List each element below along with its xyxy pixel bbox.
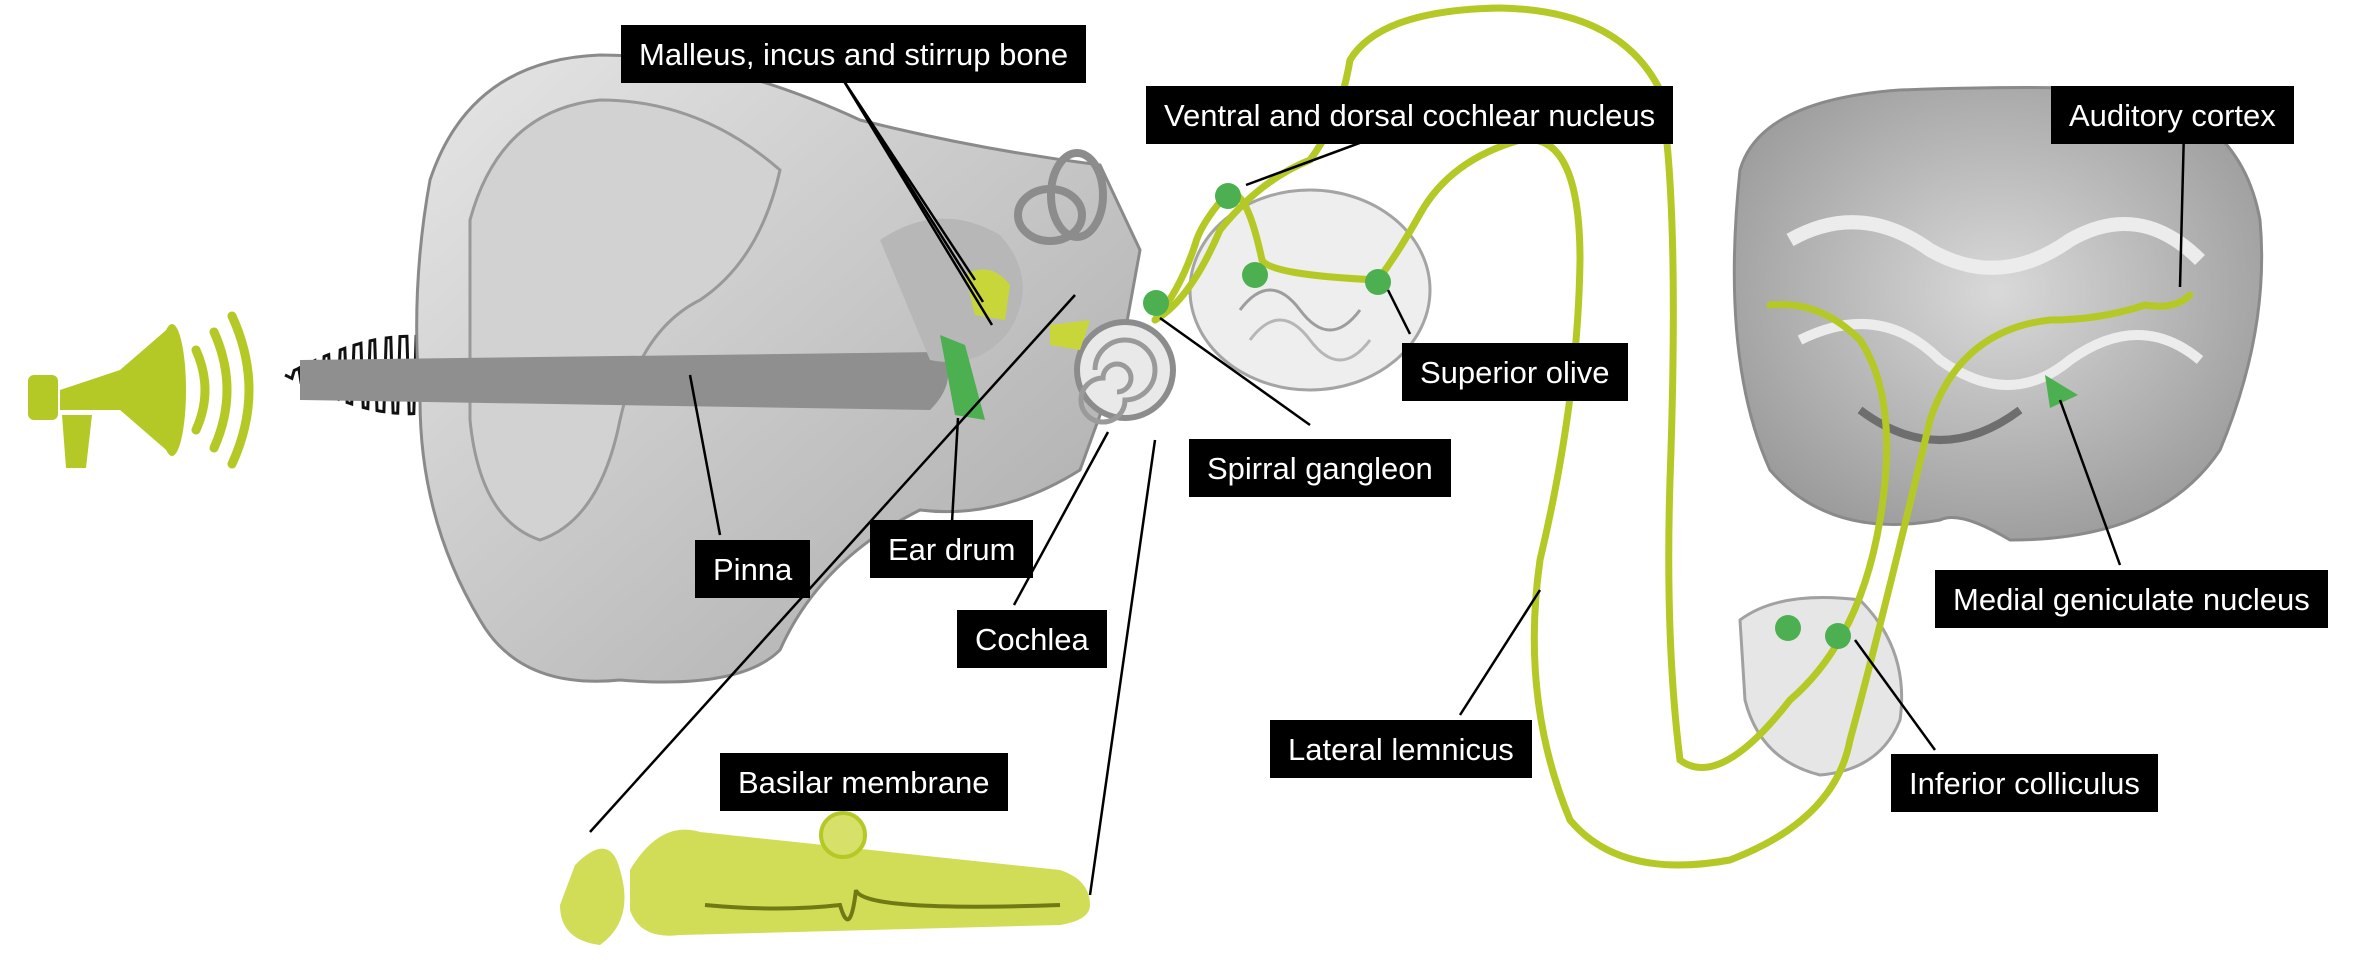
- label-spiral-ganglion: Spirral gangleon: [1189, 439, 1451, 497]
- label-cochlea: Cochlea: [957, 610, 1107, 668]
- basilar-membrane-illustration: [560, 813, 1090, 945]
- label-medial-geniculate: Medial geniculate nucleus: [1935, 570, 2328, 628]
- inferior-colliculus-node-left: [1775, 615, 1801, 641]
- megaphone-icon: [28, 316, 249, 468]
- label-basilar-membrane: Basilar membrane: [720, 753, 1008, 811]
- spiral-ganglion-node: [1143, 290, 1169, 316]
- label-pinna: Pinna: [695, 540, 810, 598]
- label-auditory-cortex: Auditory cortex: [2051, 86, 2294, 144]
- superior-olive-node: [1365, 269, 1391, 295]
- label-ear-drum: Ear drum: [870, 520, 1033, 578]
- label-lateral-lemniscus: Lateral lemnicus: [1270, 720, 1532, 778]
- label-cochlear-nucleus: Ventral and dorsal cochlear nucleus: [1146, 86, 1673, 144]
- cochlear-nucleus-node-2: [1242, 262, 1268, 288]
- label-inferior-colliculus: Inferior colliculus: [1891, 754, 2158, 812]
- cochlear-nucleus-node: [1215, 183, 1241, 209]
- label-superior-olive: Superior olive: [1402, 343, 1628, 401]
- label-ossicles: Malleus, incus and stirrup bone: [621, 25, 1086, 83]
- inferior-colliculus-node-right: [1825, 623, 1851, 649]
